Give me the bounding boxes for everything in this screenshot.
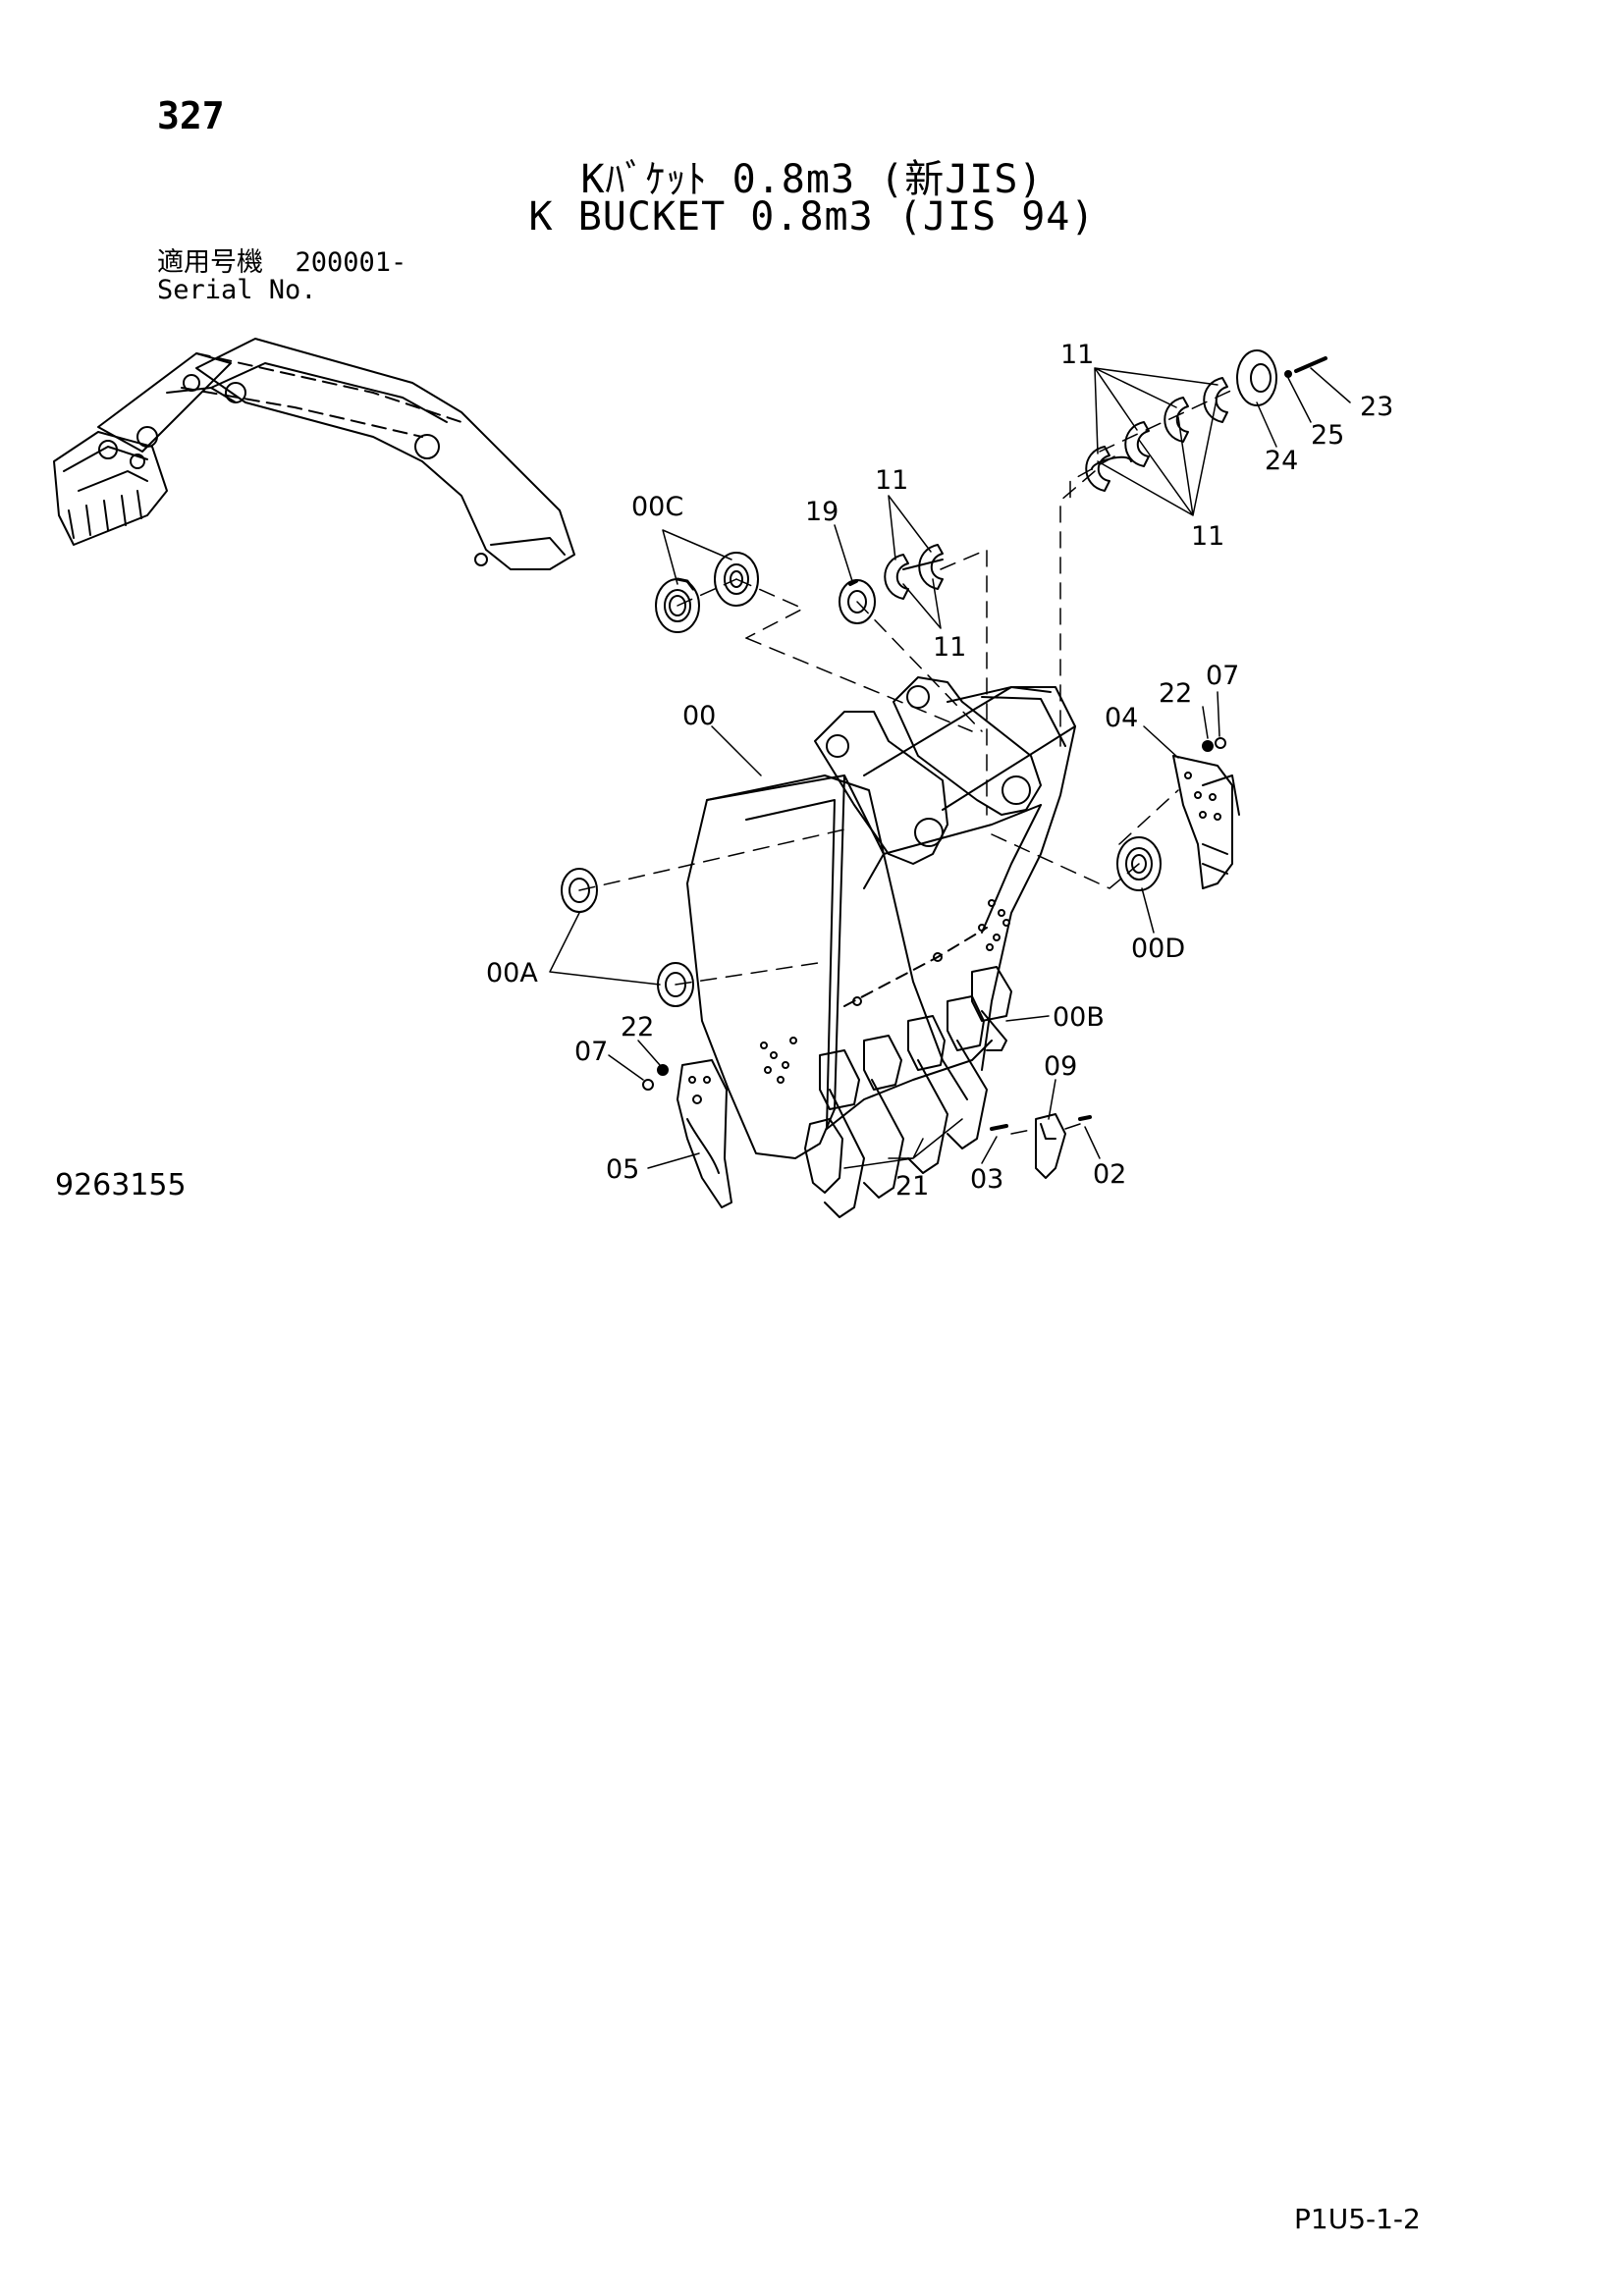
bucket-body [686,676,1076,1159]
callout-00: 00 [682,701,716,731]
callout-labels: 11 23 25 24 11 00C 19 11 11 00 22 07 04 … [486,340,1393,1201]
callout-11-top: 11 [1060,340,1094,370]
shims-11-top [1085,377,1228,492]
serial-label-jp: 適用号機 [157,247,263,278]
callout-04: 04 [1105,703,1138,733]
callout-00D: 00D [1131,934,1185,964]
callout-09: 09 [1044,1051,1077,1082]
tooth-09-set [990,1113,1092,1179]
callout-03: 03 [970,1164,1003,1195]
callout-22-right: 22 [1159,678,1192,709]
page-number: 327 [157,94,225,137]
callout-25: 25 [1311,420,1344,451]
nuts-washers [642,737,1226,1091]
footer-code: P1U5-1-2 [1294,2203,1421,2235]
serial-value: 200001- [295,247,407,278]
leader-lines [549,367,1351,1169]
callout-02: 02 [1093,1159,1126,1190]
title-japanese: Kﾊﾞｹｯﾄ 0.8m3 (新JIS) [580,157,1044,202]
callout-24: 24 [1265,446,1298,476]
excavator-arm-thumbnail [53,338,575,570]
bushing-00D [1116,836,1162,891]
assembly-lines [578,387,1238,1135]
serial-block: 適用号機 200001- Serial No. [157,249,406,304]
callout-00C: 00C [631,492,683,522]
callout-19: 19 [805,497,839,527]
callout-07-right: 07 [1206,661,1239,691]
side-cutter-05 [677,1059,732,1208]
callout-22-left: 22 [621,1012,654,1042]
callout-23: 23 [1360,392,1393,422]
plate-24 [1236,349,1277,406]
shims-11-mid [884,544,944,600]
bushing-00C [655,552,759,633]
side-cutter-04 [1172,755,1240,889]
callout-11-mid: 11 [875,465,908,496]
callout-05: 05 [606,1154,639,1185]
callout-00B: 00B [1053,1002,1105,1033]
callout-11-right: 11 [1191,521,1224,552]
bolt-23 [1284,356,1327,378]
callout-07-left: 07 [574,1037,608,1067]
bucket-teeth [804,927,1012,1218]
callout-11-mid2: 11 [933,632,966,663]
callout-00A: 00A [486,958,538,988]
callout-21: 21 [895,1171,929,1201]
title-english: K BUCKET 0.8m3 (JIS 94) [528,194,1096,240]
drawing-number: 9263155 [55,1168,187,1202]
seal-19 [839,579,876,624]
serial-label-en: Serial No. [157,275,317,305]
